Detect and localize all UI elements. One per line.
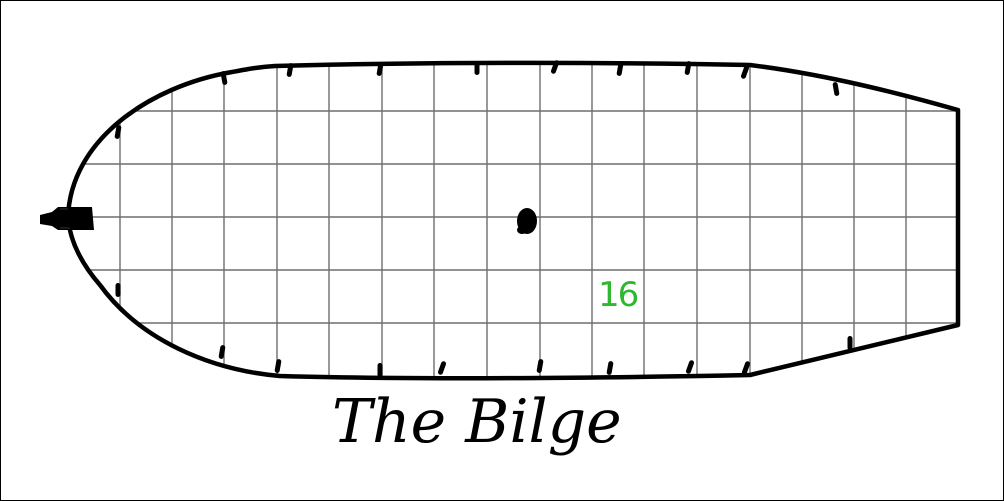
rib-mark-icon	[377, 363, 383, 377]
room-number-label: 16	[598, 275, 639, 315]
rib-mark-icon	[286, 63, 294, 77]
rib-mark-icon	[536, 359, 544, 373]
map-title: The Bilge	[332, 387, 622, 457]
hull-outline	[65, 60, 961, 381]
rib-mark-icon	[847, 336, 853, 350]
rib-mark-icon	[741, 361, 751, 375]
rib-mark-icon	[220, 71, 228, 85]
rib-mark-icon	[832, 82, 840, 96]
rib-mark-icon	[376, 62, 384, 76]
mast-icon	[517, 208, 537, 234]
hull-rib-marks	[114, 60, 853, 377]
rib-mark-icon	[606, 361, 614, 375]
rib-mark-icon	[684, 61, 692, 75]
figurehead-icon	[40, 207, 94, 230]
rib-mark-icon	[274, 359, 282, 373]
rib-mark-icon	[616, 62, 624, 76]
rib-mark-icon	[474, 61, 480, 75]
rib-mark-icon	[437, 361, 447, 375]
rib-mark-icon	[685, 360, 695, 374]
rib-mark-icon	[114, 125, 122, 139]
rib-mark-icon	[218, 345, 226, 359]
rib-mark-icon	[550, 60, 560, 74]
rib-mark-icon	[115, 283, 121, 297]
rib-mark-icon	[740, 65, 750, 79]
